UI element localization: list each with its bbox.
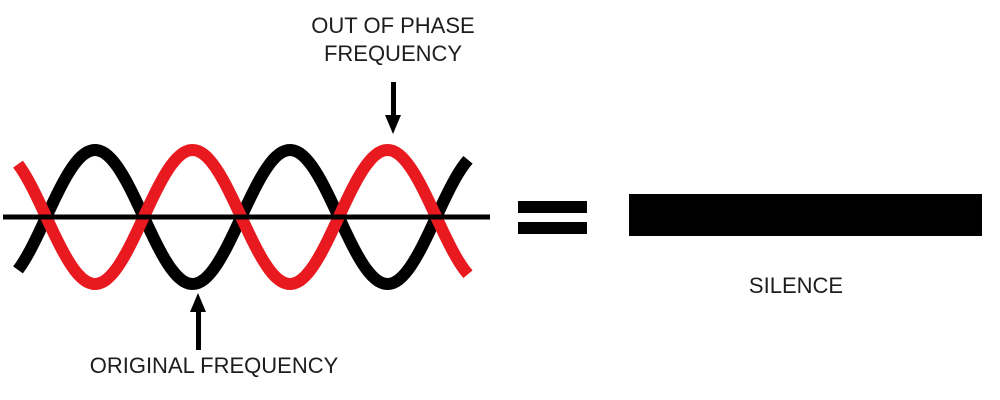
up-arrow-icon xyxy=(190,293,207,351)
equals-sign xyxy=(518,201,587,234)
silence-flat-line-bar xyxy=(629,194,982,236)
equals-sign-bottom-bar xyxy=(518,222,587,234)
out-of-phase-label: OUT OF PHASE FREQUENCY xyxy=(311,12,474,68)
up-arrow-shaft xyxy=(196,311,201,350)
up-arrow-head xyxy=(190,293,206,312)
silence-label: SILENCE xyxy=(748,273,844,298)
down-arrow-icon xyxy=(385,82,402,134)
down-arrow-head xyxy=(385,115,401,134)
wave-plot xyxy=(3,143,490,291)
equals-sign-top-bar xyxy=(518,201,587,213)
original-frequency-label: ORIGINAL FREQUENCY xyxy=(89,353,339,378)
out-of-phase-frequency-wave xyxy=(13,143,473,291)
out-of-phase-label-line1: OUT OF PHASE xyxy=(311,13,475,38)
out-of-phase-label-line2: FREQUENCY xyxy=(323,41,463,66)
down-arrow-shaft xyxy=(391,82,396,116)
